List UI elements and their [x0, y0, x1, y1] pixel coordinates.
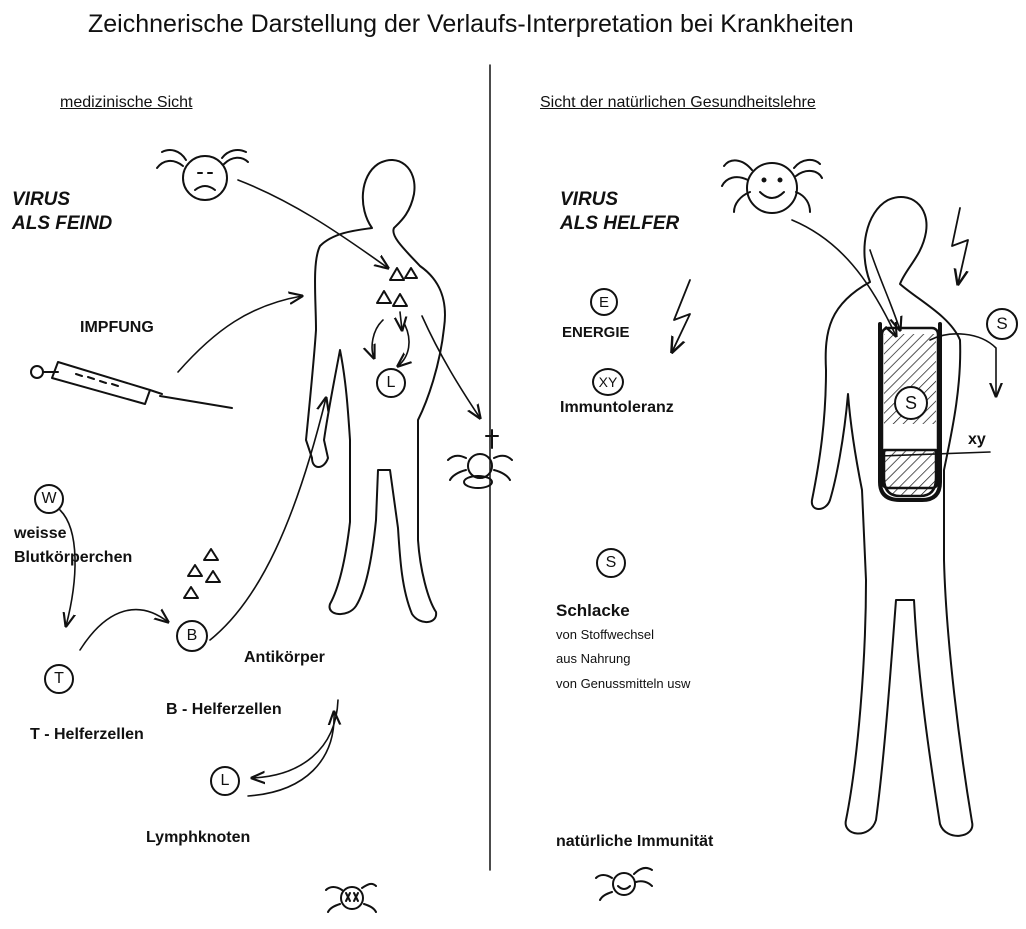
inner-arrow-left [372, 320, 383, 358]
antibody-triangles [184, 549, 220, 598]
syringe [31, 362, 232, 408]
bottom-virus-right [596, 868, 652, 900]
test-tube-lower [884, 450, 936, 496]
t-to-b-arrow [80, 610, 168, 650]
neck-to-tube-arrow [870, 250, 900, 330]
dead-virus [448, 430, 512, 488]
blutkoerperchen-label: Blutkörperchen [14, 550, 132, 566]
l-body-circle: L [376, 368, 406, 398]
lightning-right [952, 208, 968, 284]
left-body-figure [306, 160, 445, 622]
e-circle: E [590, 288, 618, 316]
als-helfer-label: ALS HELFER [560, 212, 679, 236]
happy-virus [722, 160, 822, 213]
weisse-label: weisse [14, 526, 66, 542]
w-circle: W [34, 484, 64, 514]
impfung-arrow [178, 296, 302, 372]
natuerliche-immunitaet-label: natürliche Immunität [556, 834, 713, 850]
antikoerper-label: Antikörper [244, 650, 325, 666]
s-circle: S [596, 548, 626, 578]
immuntoleranz-label: Immuntoleranz [560, 400, 674, 416]
b-to-body-arrow [210, 398, 326, 640]
virus-label-right: VIRUS [560, 188, 618, 212]
bottom-virus-left [326, 884, 376, 912]
right-body-figure [812, 197, 973, 836]
b-circle: B [176, 620, 208, 652]
virus-to-body-arrow [238, 180, 388, 268]
schlacke-line-3: von Genussmitteln usw [556, 677, 690, 690]
lymph-to-antibody-arrow [248, 712, 334, 796]
antigen-triangles-body [377, 268, 417, 306]
s-top-circle: S [986, 308, 1018, 340]
t-circle: T [44, 664, 74, 694]
lightning-energie [672, 280, 690, 352]
lymphknoten-label: Lymphknoten [146, 830, 250, 846]
xy-circle: XY [592, 368, 624, 396]
t-helfer-label: T - Helferzellen [30, 727, 144, 743]
xy-body-label: xy [968, 432, 986, 448]
left-heading: medizinische Sicht [60, 95, 193, 111]
energie-label: ENERGIE [562, 325, 630, 340]
s-body-circle: S [894, 386, 928, 420]
page-title: Zeichnerische Darstellung der Verlaufs-I… [88, 12, 854, 37]
schlacke-line-1: von Stoffwechsel [556, 628, 654, 641]
l-lymph-circle: L [210, 766, 240, 796]
inner-arrow-right [398, 325, 409, 366]
schlacke-line-2: aus Nahrung [556, 652, 630, 665]
right-heading: Sicht der natürlichen Gesundheitslehre [540, 95, 816, 111]
virus-label-left: VIRUS [12, 188, 70, 212]
body-to-dead-virus-arrow [422, 316, 480, 418]
als-feind-label: ALS FEIND [12, 212, 112, 236]
impfung-label: IMPFUNG [80, 320, 154, 336]
sad-virus [157, 150, 248, 200]
schlacke-label: Schlacke [556, 602, 630, 619]
b-helfer-label: B - Helferzellen [166, 702, 282, 718]
inner-arrow-down [400, 312, 402, 330]
